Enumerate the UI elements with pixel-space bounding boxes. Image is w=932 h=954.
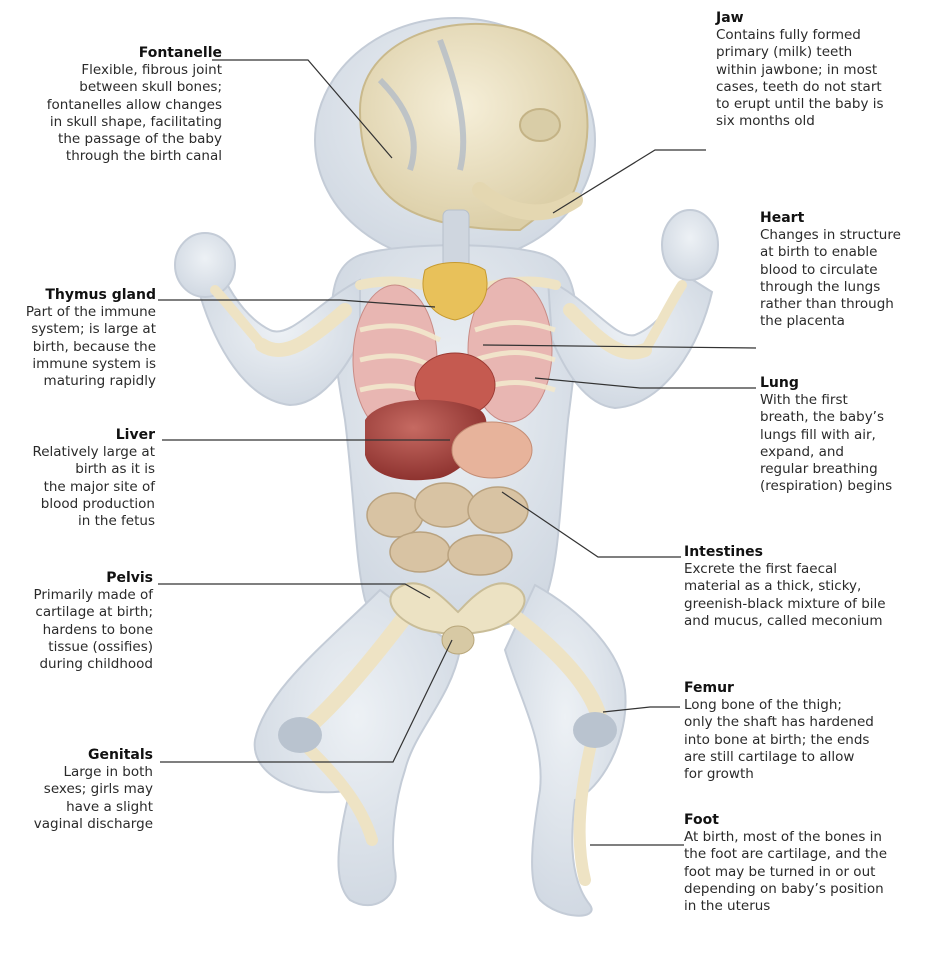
lung-description: With the first breath, the baby’s lungs … — [760, 392, 928, 495]
thymus-title: Thymus gland — [0, 287, 156, 304]
foot-title: Foot — [684, 812, 928, 829]
jaw-description: Contains fully formed primary (milk) tee… — [716, 27, 928, 130]
right-knee — [573, 712, 617, 748]
liver-description: Relatively large at birth as it is the m… — [0, 444, 155, 530]
label-foot: Foot At birth, most of the bones in the … — [684, 812, 928, 915]
left-hand — [175, 233, 235, 297]
femur-title: Femur — [684, 680, 928, 697]
label-lung: Lung With the first breath, the baby’s l… — [760, 375, 928, 495]
right-tibia — [580, 740, 592, 880]
pelvis-description: Primarily made of cartilage at birth; ha… — [0, 587, 153, 673]
pelvis-title: Pelvis — [0, 570, 153, 587]
genitals-description: Large in both sexes; girls may have a sl… — [0, 764, 153, 833]
right-leg — [505, 585, 626, 916]
genitals-title: Genitals — [0, 747, 153, 764]
label-heart: Heart Changes in structure at birth to e… — [760, 210, 928, 330]
label-pelvis: Pelvis Primarily made of cartilage at bi… — [0, 570, 153, 673]
fontanelle-title: Fontanelle — [0, 45, 222, 62]
stomach — [452, 422, 532, 478]
thymus-description: Part of the immune system; is large at b… — [0, 304, 156, 390]
left-knee — [278, 717, 322, 753]
label-genitals: Genitals Large in both sexes; girls may … — [0, 747, 153, 833]
label-liver: Liver Relatively large at birth as it is… — [0, 427, 155, 530]
femur-description: Long bone of the thigh; only the shaft h… — [684, 697, 928, 783]
intestines-title: Intestines — [684, 544, 928, 561]
eye-socket — [520, 109, 560, 141]
jaw-title: Jaw — [716, 10, 928, 27]
spine-neck — [443, 210, 469, 270]
foot-description: At birth, most of the bones in the foot … — [684, 829, 928, 915]
label-intestines: Intestines Excrete the first faecal mate… — [684, 544, 928, 630]
heart-description: Changes in structure at birth to enable … — [760, 227, 928, 330]
label-fontanelle: Fontanelle Flexible, fibrous joint betwe… — [0, 45, 222, 165]
heart-title: Heart — [760, 210, 928, 227]
label-femur: Femur Long bone of the thigh; only the s… — [684, 680, 928, 783]
label-thymus: Thymus gland Part of the immune system; … — [0, 287, 156, 390]
right-hand — [662, 210, 718, 280]
label-jaw: Jaw Contains fully formed primary (milk)… — [716, 10, 928, 130]
intestines-description: Excrete the first faecal material as a t… — [684, 561, 928, 630]
fontanelle-description: Flexible, fibrous joint between skull bo… — [0, 62, 222, 165]
lung-title: Lung — [760, 375, 928, 392]
liver-title: Liver — [0, 427, 155, 444]
